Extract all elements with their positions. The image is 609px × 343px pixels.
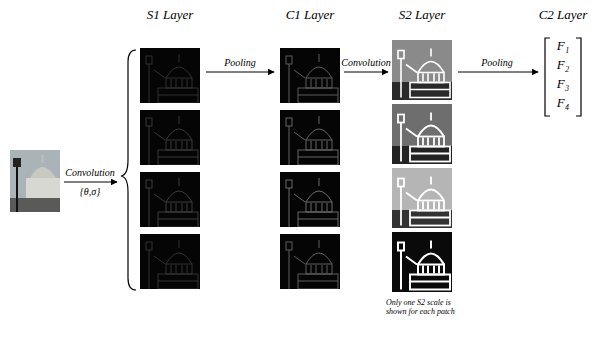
vector-bracket <box>545 38 550 116</box>
curly-brace <box>121 50 136 290</box>
feature-entry: F₁ <box>557 39 569 54</box>
feature-entry: F₃ <box>557 77 569 92</box>
operation-label: Convolution <box>65 167 114 179</box>
operation-label: Pooling <box>481 57 513 69</box>
vector-bracket <box>576 38 581 116</box>
s1-maps <box>140 48 200 289</box>
input-photo <box>10 150 60 212</box>
feature-entry: F₂ <box>557 58 569 73</box>
operation-label: Convolution <box>341 57 390 69</box>
layer-title: C1 Layer <box>286 8 335 23</box>
note-text: Only one S2 scale is shown for each patc… <box>386 298 460 316</box>
parameter-label: {θ,σ} <box>80 186 100 198</box>
operation-label: Pooling <box>224 57 256 69</box>
arrow <box>206 72 274 73</box>
arrow <box>458 72 538 73</box>
feature-entry: F₄ <box>557 96 569 111</box>
layer-title: C2 Layer <box>539 8 588 23</box>
s2-maps <box>392 40 452 292</box>
c1-maps <box>280 48 340 289</box>
layer-title: S2 Layer <box>399 8 446 23</box>
arrow <box>64 182 117 183</box>
arrow <box>344 72 388 73</box>
layer-title: S1 Layer <box>147 8 194 23</box>
